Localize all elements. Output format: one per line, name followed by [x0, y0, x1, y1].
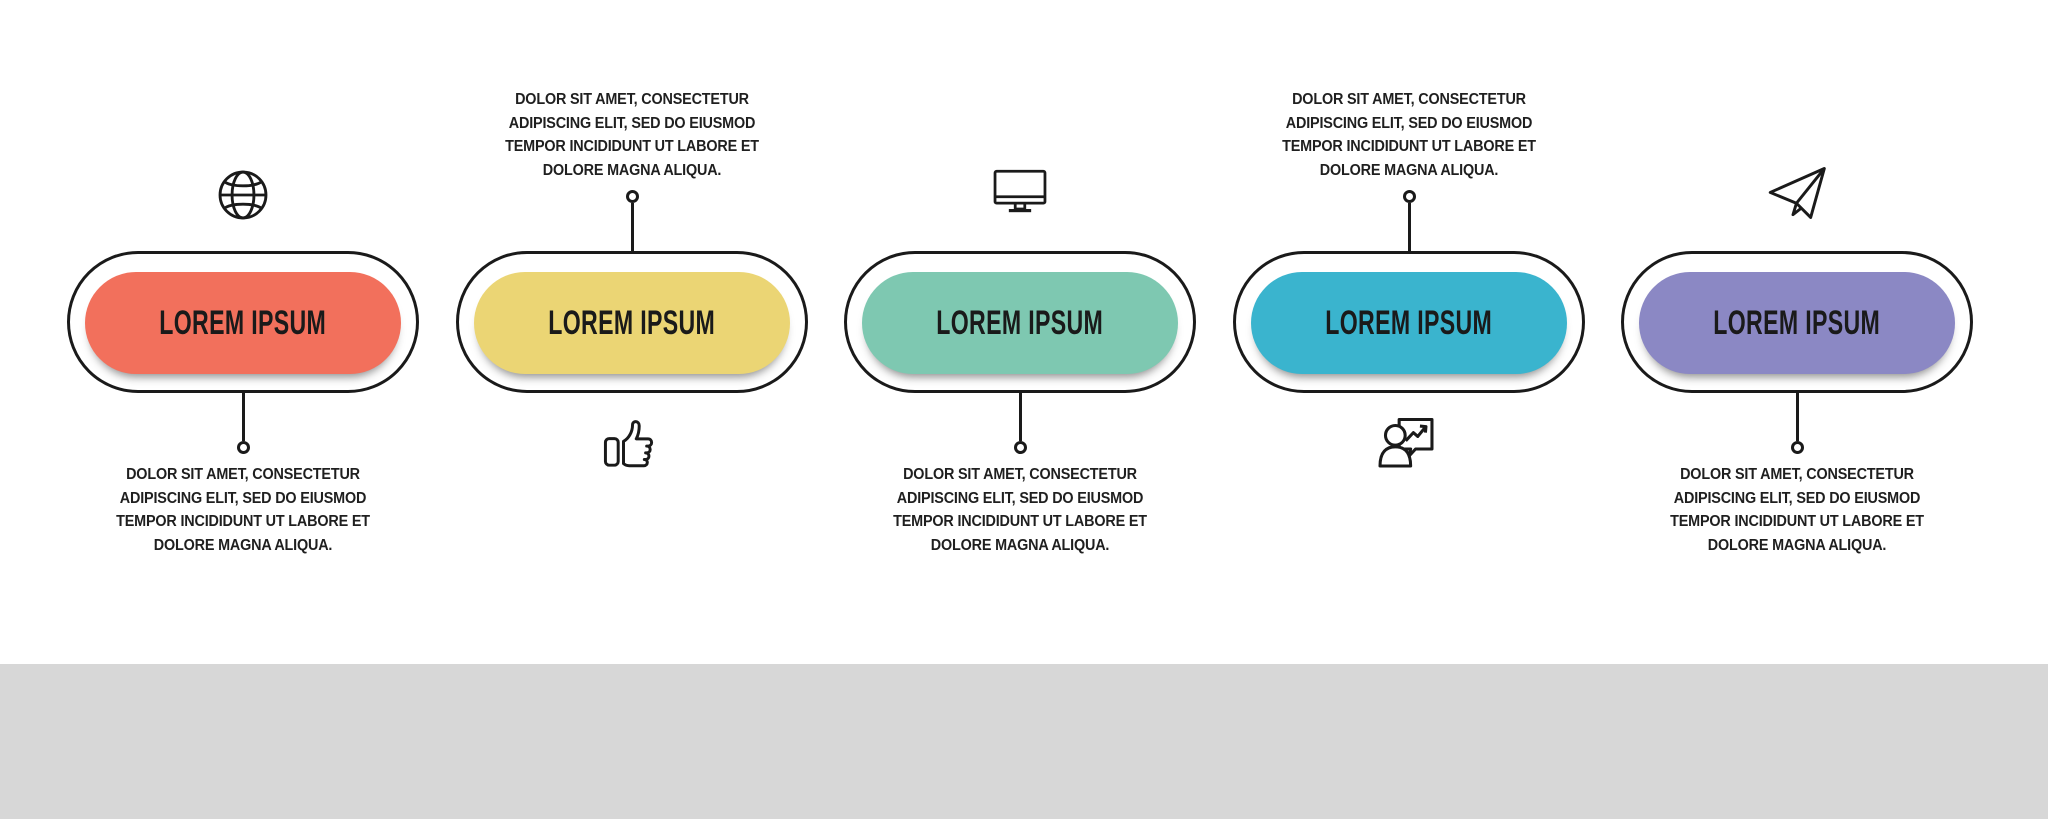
connector-dot [1013, 441, 1027, 454]
infographic-item-2: DOLOR SIT AMET, CONSECTETUR ADIPISCING E… [456, 0, 808, 600]
colored-pill: LOREM IPSUM [474, 272, 790, 374]
capsule-outline: LOREM IPSUM [1621, 251, 1973, 393]
presentation-chart-icon [1374, 411, 1444, 475]
colored-pill: LOREM IPSUM [1639, 272, 1955, 374]
footer-icon-bar [0, 664, 2048, 819]
connector-line [1018, 393, 1022, 441]
item-description: DOLOR SIT AMET, CONSECTETUR ADIPISCING E… [116, 466, 370, 554]
connector-dot [236, 441, 250, 454]
colored-pill: LOREM IPSUM [85, 272, 401, 374]
item-title: LOREM IPSUM [548, 303, 716, 342]
colored-pill: LOREM IPSUM [1251, 272, 1567, 374]
item-description: DOLOR SIT AMET, CONSECTETUR ADIPISCING E… [1282, 91, 1536, 179]
item-description: DOLOR SIT AMET, CONSECTETUR ADIPISCING E… [1670, 466, 1924, 554]
capsule-outline: LOREM IPSUM [67, 251, 419, 393]
capsule-outline: LOREM IPSUM [456, 251, 808, 393]
monitor-icon [986, 160, 1054, 224]
item-title: LOREM IPSUM [936, 303, 1104, 342]
infographic-item-5: LOREM IPSUM DOLOR SIT AMET, CONSECTETUR … [1621, 0, 1973, 600]
connector-line [630, 203, 634, 252]
item-title: LOREM IPSUM [1325, 303, 1493, 342]
connector-dot [625, 190, 639, 203]
connector-line [241, 393, 245, 441]
thumbs-up-icon [598, 411, 666, 479]
item-description: DOLOR SIT AMET, CONSECTETUR ADIPISCING E… [893, 466, 1147, 554]
colored-pill: LOREM IPSUM [862, 272, 1178, 374]
connector-line [1795, 393, 1799, 441]
infographic-item-4: DOLOR SIT AMET, CONSECTETUR ADIPISCING E… [1233, 0, 1585, 600]
infographic-item-1: LOREM IPSUM DOLOR SIT AMET, CONSECTETUR … [67, 0, 419, 600]
paper-plane-icon [1760, 160, 1834, 226]
item-title: LOREM IPSUM [1713, 303, 1881, 342]
capsule-outline: LOREM IPSUM [844, 251, 1196, 393]
connector-dot [1790, 441, 1804, 454]
connector-dot [1402, 190, 1416, 203]
infographic-item-3: LOREM IPSUM DOLOR SIT AMET, CONSECTETUR … [844, 0, 1196, 600]
capsule-outline: LOREM IPSUM [1233, 251, 1585, 393]
globe-icon [208, 160, 278, 230]
item-title: LOREM IPSUM [159, 303, 327, 342]
connector-line [1407, 203, 1411, 252]
item-description: DOLOR SIT AMET, CONSECTETUR ADIPISCING E… [505, 91, 759, 179]
